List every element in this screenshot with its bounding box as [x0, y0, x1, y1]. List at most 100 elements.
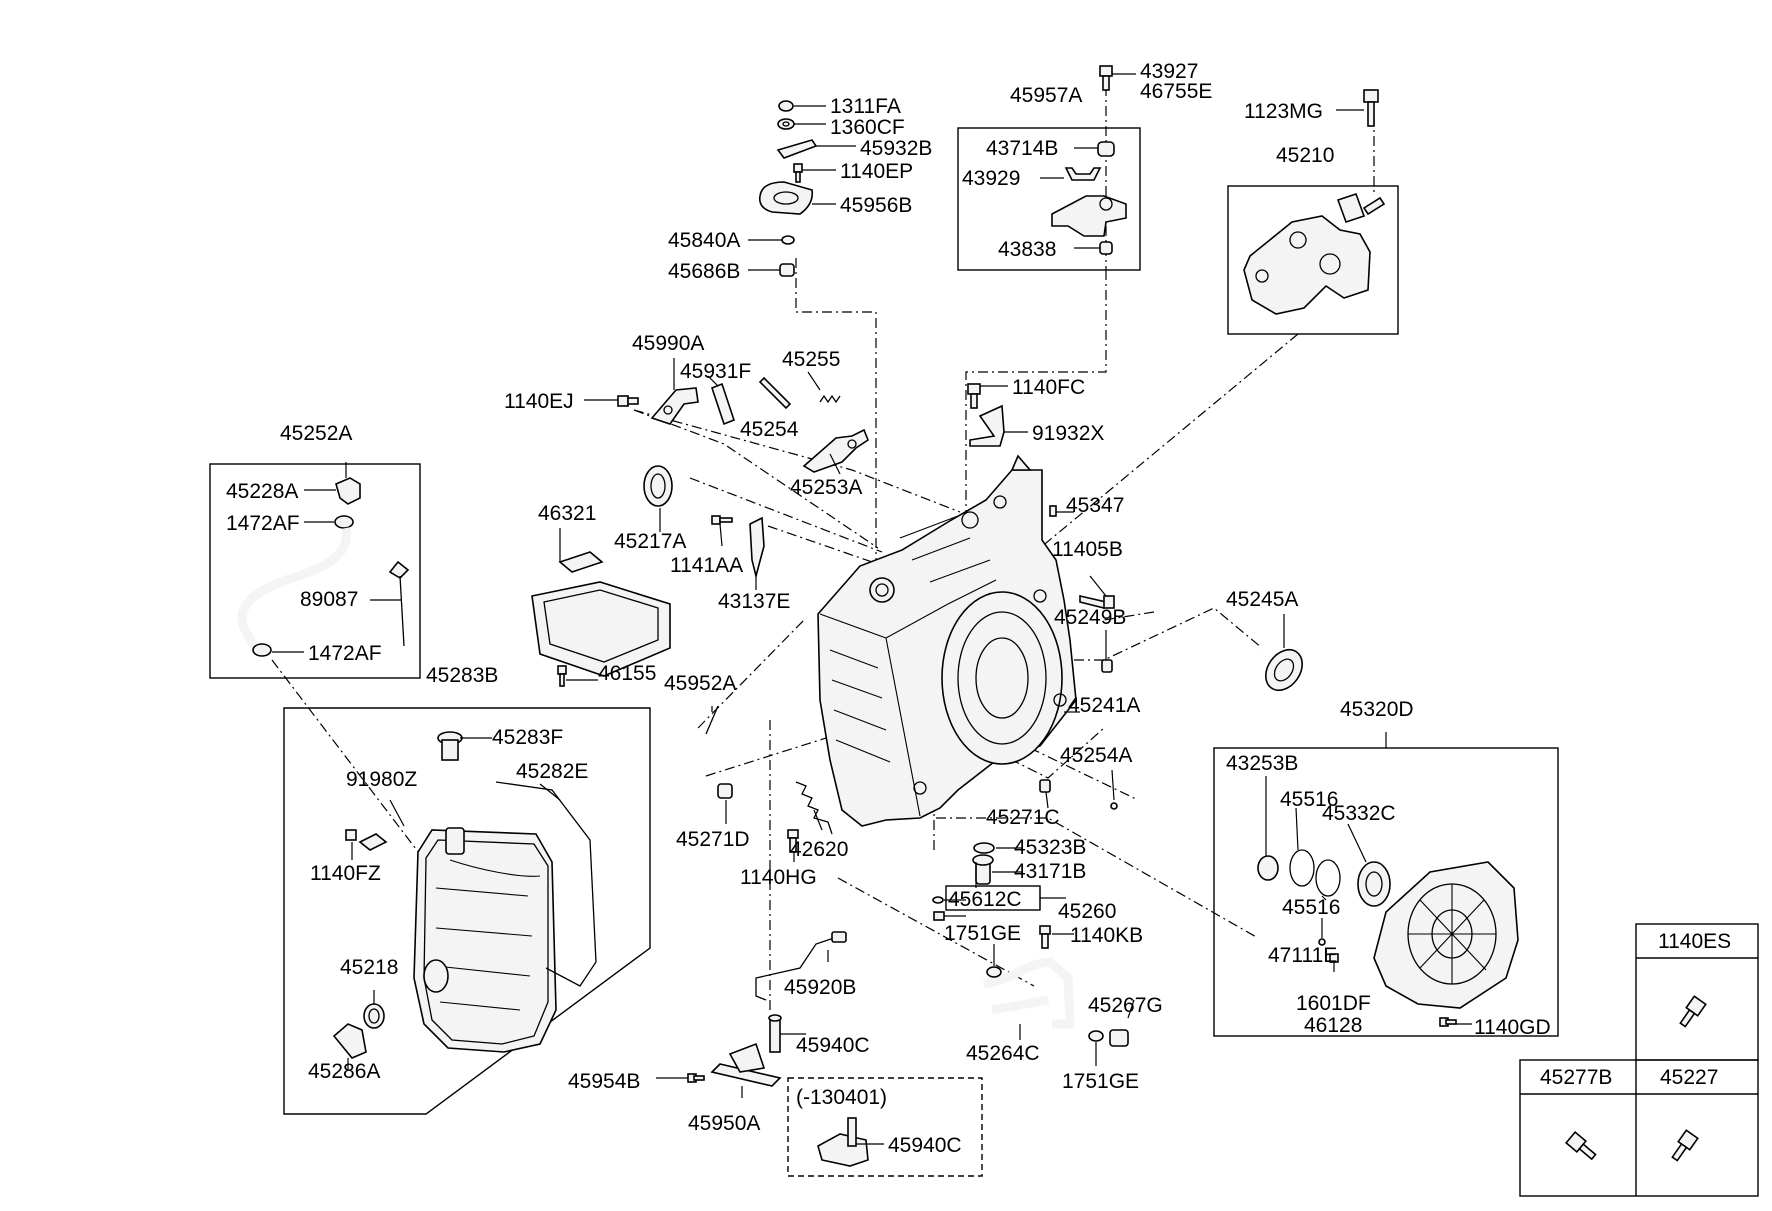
pin-45952a — [705, 705, 719, 735]
plug-45267g — [1109, 1029, 1129, 1047]
label-45940c-main: 45940C — [796, 1034, 870, 1057]
label-43253b: 43253B — [1226, 752, 1298, 775]
bolt-45954b — [687, 1073, 705, 1083]
oil-pan-45283b — [413, 829, 557, 1053]
bracket-45210 — [1336, 192, 1366, 224]
label-46321: 46321 — [538, 502, 596, 525]
o-ring-45516-lower — [1315, 859, 1341, 897]
variant-box-130401 — [787, 1077, 983, 1177]
label-45347: 45347 — [1066, 494, 1124, 517]
o-ring-45516 — [1289, 849, 1315, 887]
washer-1360cf — [777, 118, 795, 130]
transaxle-case-45241a — [817, 454, 1077, 827]
seal-45245a — [1265, 648, 1303, 692]
hex-bolt-icon — [1679, 995, 1707, 1028]
bolt-11405b — [1079, 594, 1115, 609]
pin-45249b — [1101, 659, 1113, 673]
variant-note: (-130401) — [796, 1086, 887, 1109]
assembly-lines — [271, 86, 1375, 1010]
bushing-43838 — [1099, 241, 1113, 255]
mount-45210 — [1243, 215, 1371, 315]
label-box-45612c — [945, 885, 1041, 911]
bushing-45686b — [779, 263, 795, 277]
label-1140fz: 1140FZ — [310, 862, 381, 885]
label-45283b: 45283B — [426, 664, 498, 687]
label-46155: 46155 — [598, 662, 656, 685]
label-45245a: 45245A — [1226, 588, 1298, 611]
clamp-1472af-lower — [252, 643, 272, 657]
bolt-1140kb — [1039, 925, 1051, 949]
label-45254a: 45254A — [1060, 744, 1132, 767]
label-1141aa: 1141AA — [670, 554, 743, 577]
pin-45255 — [758, 376, 792, 410]
clamp-1472af — [334, 515, 354, 529]
table-header-45277b: 45277B — [1540, 1066, 1612, 1089]
label-1123mg: 1123MG — [1244, 100, 1323, 123]
washer-45612c — [932, 896, 944, 904]
o-ring-45218 — [363, 1003, 385, 1029]
detent-lever-45253a — [802, 428, 869, 473]
label-45286a: 45286A — [308, 1060, 380, 1083]
label-1472af-bottom: 1472AF — [308, 642, 382, 665]
sensor-45956b — [758, 181, 814, 215]
label-45320d: 45320D — [1340, 698, 1414, 721]
bolt-43927 — [1099, 65, 1113, 91]
bracket-43838 — [1051, 195, 1127, 237]
fastener-table — [1519, 923, 1759, 1197]
label-45954b: 45954B — [568, 1070, 640, 1093]
label-43137e: 43137E — [718, 590, 790, 613]
label-1140ej: 1140EJ — [504, 390, 574, 413]
label-45931f: 45931F — [680, 360, 751, 383]
label-45952a: 45952A — [664, 672, 736, 695]
label-45323b: 45323B — [1014, 836, 1086, 859]
label-45516-bottom: 45516 — [1282, 896, 1340, 919]
label-45282e: 45282E — [516, 760, 588, 783]
bolt-1140fc — [967, 383, 981, 409]
table-header-1140es: 1140ES — [1658, 930, 1731, 953]
label-45260: 45260 — [1058, 900, 1116, 923]
label-45332c: 45332C — [1322, 802, 1396, 825]
bolt-1140ep — [793, 163, 803, 183]
label-45249b: 45249B — [1054, 606, 1126, 629]
label-45957a: 45957A — [1010, 84, 1082, 107]
label-45840a: 45840A — [668, 229, 740, 252]
clip-45286a — [332, 1023, 367, 1059]
bolt-45260 — [933, 911, 945, 921]
clamp-1751ge — [986, 966, 1002, 978]
label-1751ge-bottom: 1751GE — [1062, 1070, 1139, 1093]
pin-47111e — [1318, 938, 1326, 946]
pin-45271c — [1039, 779, 1051, 793]
label-1140gd: 1140GD — [1474, 1016, 1551, 1039]
label-89087: 89087 — [300, 588, 358, 611]
dipstick-89087 — [388, 560, 410, 647]
clamp-1751ge-lower — [1088, 1030, 1104, 1042]
label-45990a: 45990A — [632, 332, 704, 355]
bushing-43253b — [1257, 855, 1279, 881]
label-45956b: 45956B — [840, 194, 912, 217]
label-43927: 43927 — [1140, 60, 1198, 83]
label-1751ge-top: 1751GE — [944, 922, 1021, 945]
plug-45283f — [437, 731, 463, 761]
label-1140ep: 1140EP — [840, 160, 913, 183]
pipe-45264c — [983, 957, 1075, 1029]
bolt-45347 — [1049, 505, 1057, 517]
label-45264c: 45264C — [966, 1042, 1040, 1065]
group-box-45957a — [957, 127, 1141, 271]
cable-45920b — [755, 931, 847, 1001]
sensor-91980z — [445, 827, 465, 855]
bolt-46155 — [557, 665, 567, 687]
bolt-1140ej — [617, 395, 639, 407]
hex-bolt-icon — [1671, 1129, 1699, 1162]
label-45920b: 45920B — [784, 976, 856, 999]
lever-45990a — [650, 387, 699, 425]
label-43838: 43838 — [998, 238, 1056, 261]
table-header-45227: 45227 — [1660, 1066, 1718, 1089]
label-1140hg: 1140HG — [740, 866, 817, 889]
hose-45252a — [237, 527, 352, 649]
label-45271c: 45271C — [986, 806, 1060, 829]
seal-45332c — [1357, 861, 1391, 907]
bolt-1141aa — [711, 515, 733, 525]
bolt-1123mg — [1363, 89, 1379, 127]
group-box-45252a — [209, 463, 421, 679]
